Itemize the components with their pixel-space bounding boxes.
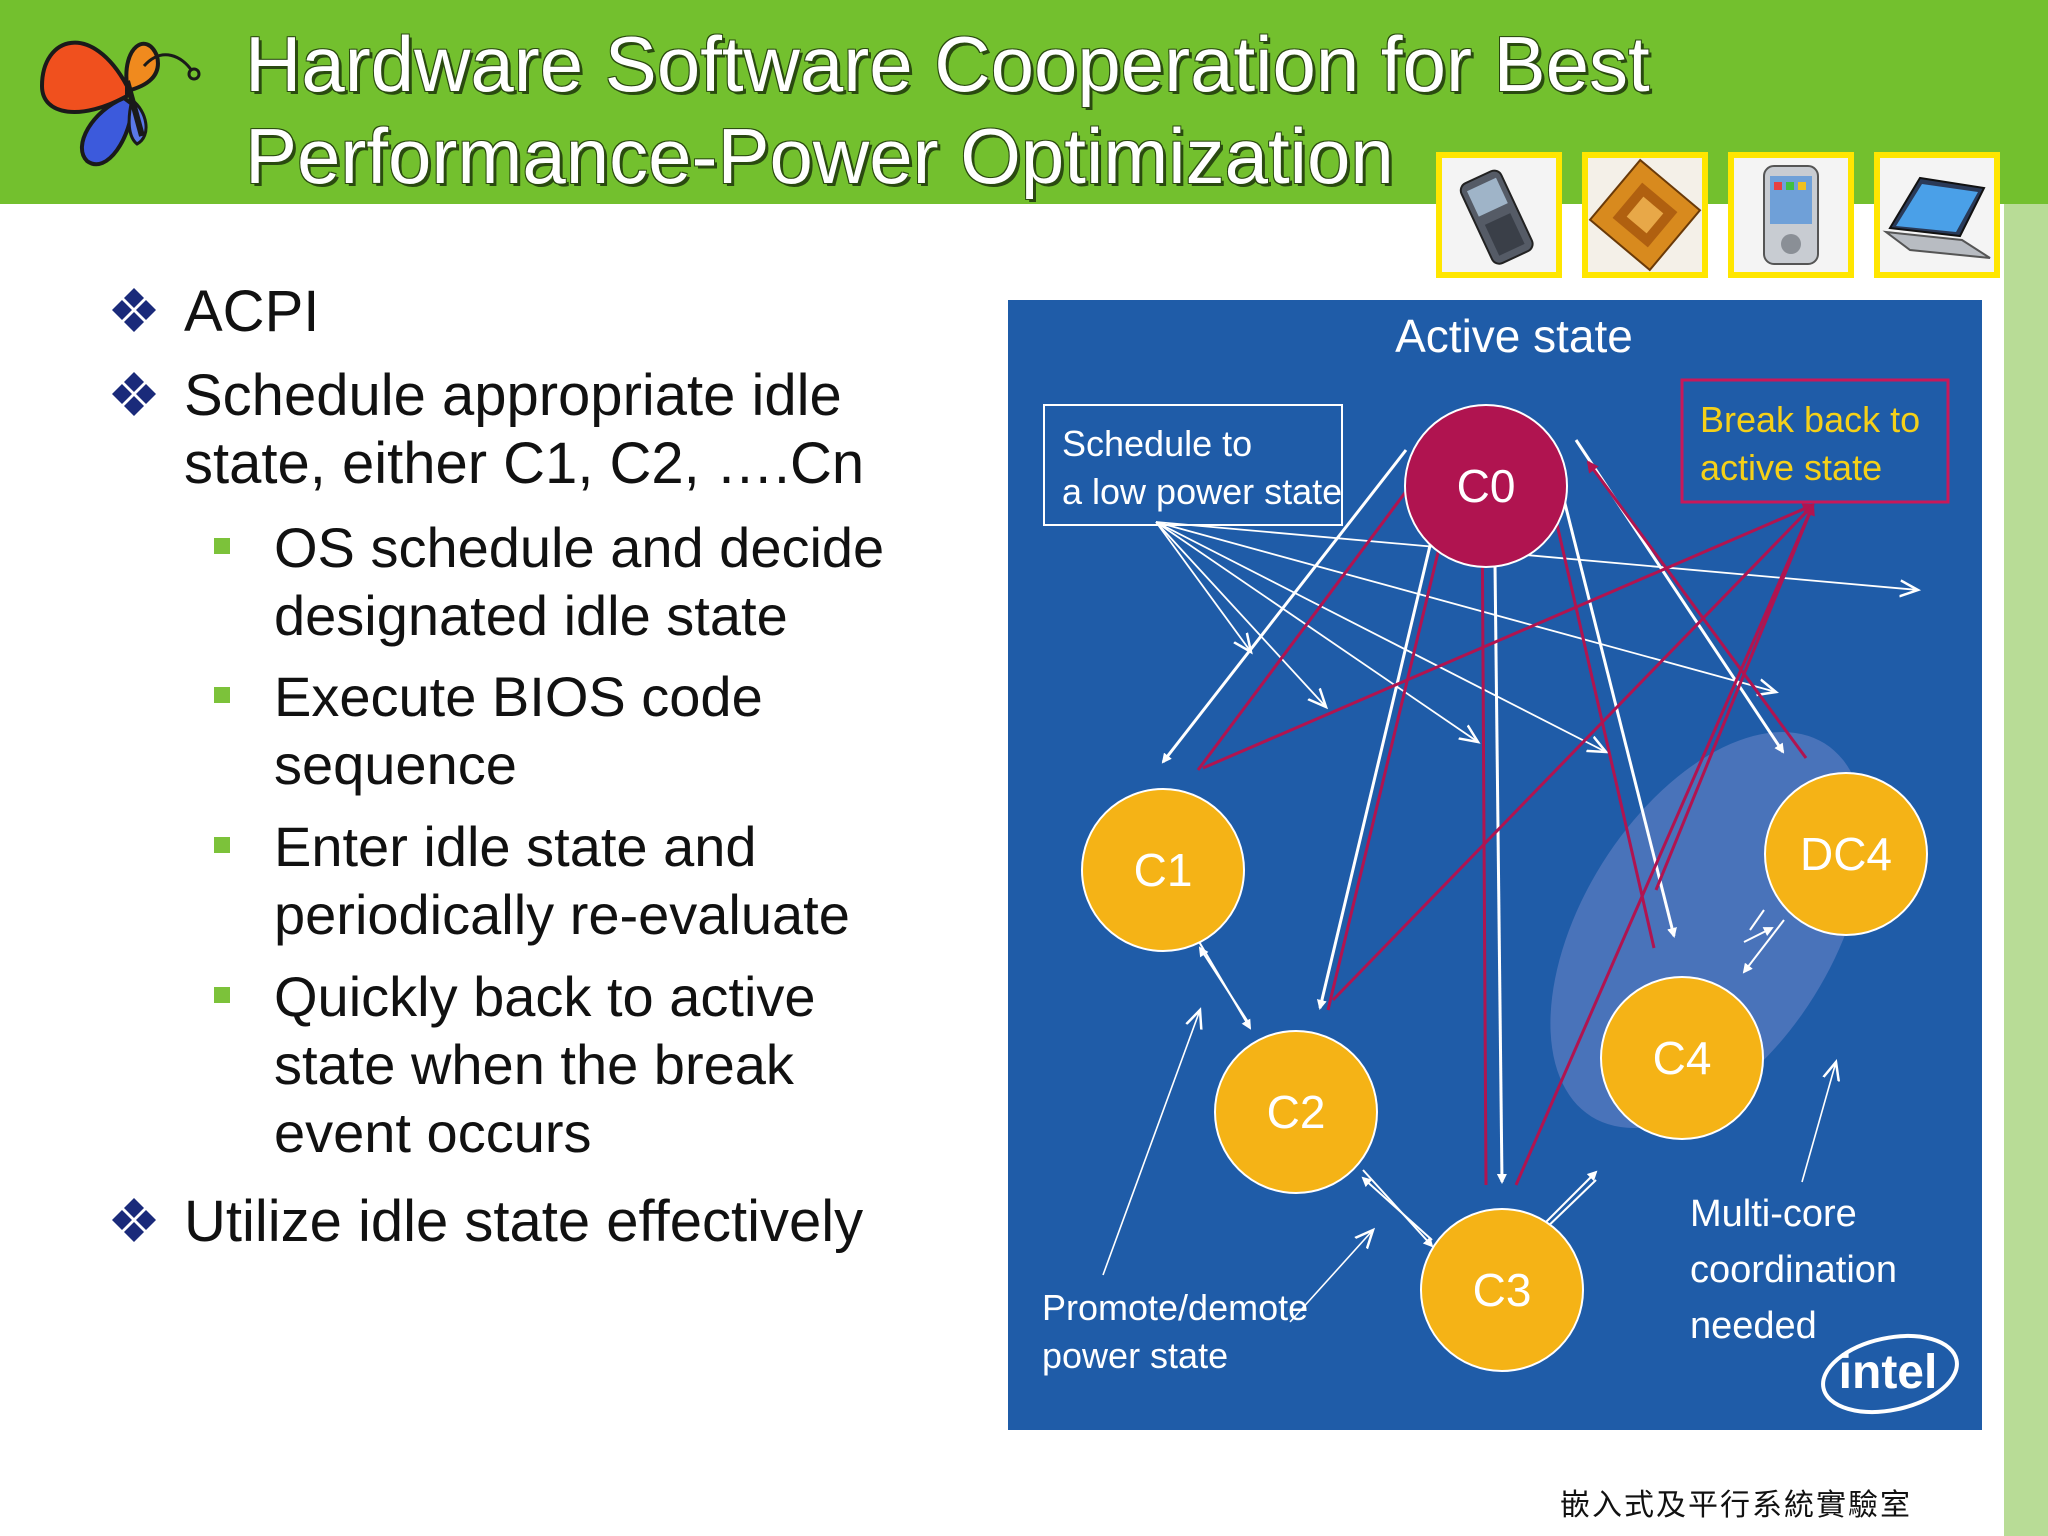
bullet-square-icon bbox=[214, 687, 230, 703]
cstate-diagram: C0 C1 C2 C3 C4 DC4 Active state Schedule… bbox=[1008, 300, 1982, 1430]
bullet-line: Quickly back to active bbox=[274, 963, 1034, 1031]
bullet-text: Execute BIOS code sequence bbox=[274, 663, 1034, 799]
state-label: DC4 bbox=[1800, 828, 1892, 880]
bullet-diamond-icon bbox=[110, 286, 158, 334]
bullet-square-icon bbox=[214, 538, 230, 554]
break-back-label-line-1: Break back to bbox=[1700, 399, 1920, 440]
footer-lab-name: 嵌入式及平行系統實驗室 bbox=[1560, 1480, 1912, 1524]
intel-logo-text: intel bbox=[1839, 1346, 1938, 1399]
promote-label-line-2: power state bbox=[1042, 1335, 1228, 1376]
state-label: C3 bbox=[1473, 1264, 1532, 1316]
schedule-label-line-1: Schedule to bbox=[1062, 423, 1252, 464]
bullet-text: ACPI bbox=[184, 278, 1064, 346]
mobile-phone-icon bbox=[1442, 158, 1556, 272]
bullet-diamond-icon bbox=[110, 1196, 158, 1244]
pda-icon bbox=[1734, 158, 1848, 272]
decorative-side-strip bbox=[2004, 204, 2048, 1536]
state-c1: C1 bbox=[1082, 789, 1244, 951]
thumbnail-phone bbox=[1436, 152, 1562, 278]
bullet-line: OS schedule and decide bbox=[274, 514, 1034, 582]
bullet-line: event occurs bbox=[274, 1099, 1034, 1167]
bullet-square-icon bbox=[214, 837, 230, 853]
bullet-line: designated idle state bbox=[274, 582, 1034, 650]
bullet-text: Utilize idle state effectively bbox=[184, 1188, 1064, 1256]
thumbnail-pda bbox=[1728, 152, 1854, 278]
laptop-icon bbox=[1880, 158, 1994, 272]
bullet-line: state, either C1, C2, ….Cn bbox=[184, 430, 1064, 498]
state-label: C0 bbox=[1457, 460, 1516, 512]
state-c4: C4 bbox=[1601, 977, 1763, 1139]
butterfly-logo-icon bbox=[32, 16, 212, 176]
bullet-line: Schedule appropriate idle bbox=[184, 362, 1064, 430]
bullet-diamond-icon bbox=[110, 370, 158, 418]
multicore-label-line-1: Multi-core bbox=[1690, 1193, 1857, 1235]
bullet-text: Enter idle state and periodically re-eva… bbox=[274, 813, 1034, 949]
bullet-line: Execute BIOS code bbox=[274, 663, 1034, 731]
bullet-line: sequence bbox=[274, 731, 1034, 799]
bullet-text: Schedule appropriate idle state, either … bbox=[184, 362, 1064, 498]
break-back-label-line-2: active state bbox=[1700, 447, 1882, 488]
active-state-label: Active state bbox=[1395, 310, 1633, 362]
state-c0: C0 bbox=[1405, 405, 1567, 567]
bullet-text: Quickly back to active state when the br… bbox=[274, 963, 1034, 1167]
title-line-1: Hardware Software Cooperation for Best bbox=[245, 18, 1745, 110]
bullet-line: periodically re-evaluate bbox=[274, 881, 1034, 949]
state-label: C2 bbox=[1267, 1086, 1326, 1138]
bullet-line: Enter idle state and bbox=[274, 813, 1034, 881]
bullet-square-icon bbox=[214, 987, 230, 1003]
state-dc4: DC4 bbox=[1765, 773, 1927, 935]
state-label: C1 bbox=[1134, 844, 1193, 896]
state-c3: C3 bbox=[1421, 1209, 1583, 1371]
multicore-label-line-3: needed bbox=[1690, 1305, 1817, 1347]
state-label: C4 bbox=[1653, 1032, 1712, 1084]
schedule-label-line-2: a low power state bbox=[1062, 471, 1342, 512]
processor-chip-icon bbox=[1588, 158, 1702, 272]
multicore-label-line-2: coordination bbox=[1690, 1249, 1897, 1291]
thumbnail-laptop bbox=[1874, 152, 2000, 278]
thumbnail-chip bbox=[1582, 152, 1708, 278]
bullet-text: OS schedule and decide designated idle s… bbox=[274, 514, 1034, 650]
state-c2: C2 bbox=[1215, 1031, 1377, 1193]
promote-label-line-1: Promote/demote bbox=[1042, 1287, 1308, 1328]
bullet-line: state when the break bbox=[274, 1031, 1034, 1099]
